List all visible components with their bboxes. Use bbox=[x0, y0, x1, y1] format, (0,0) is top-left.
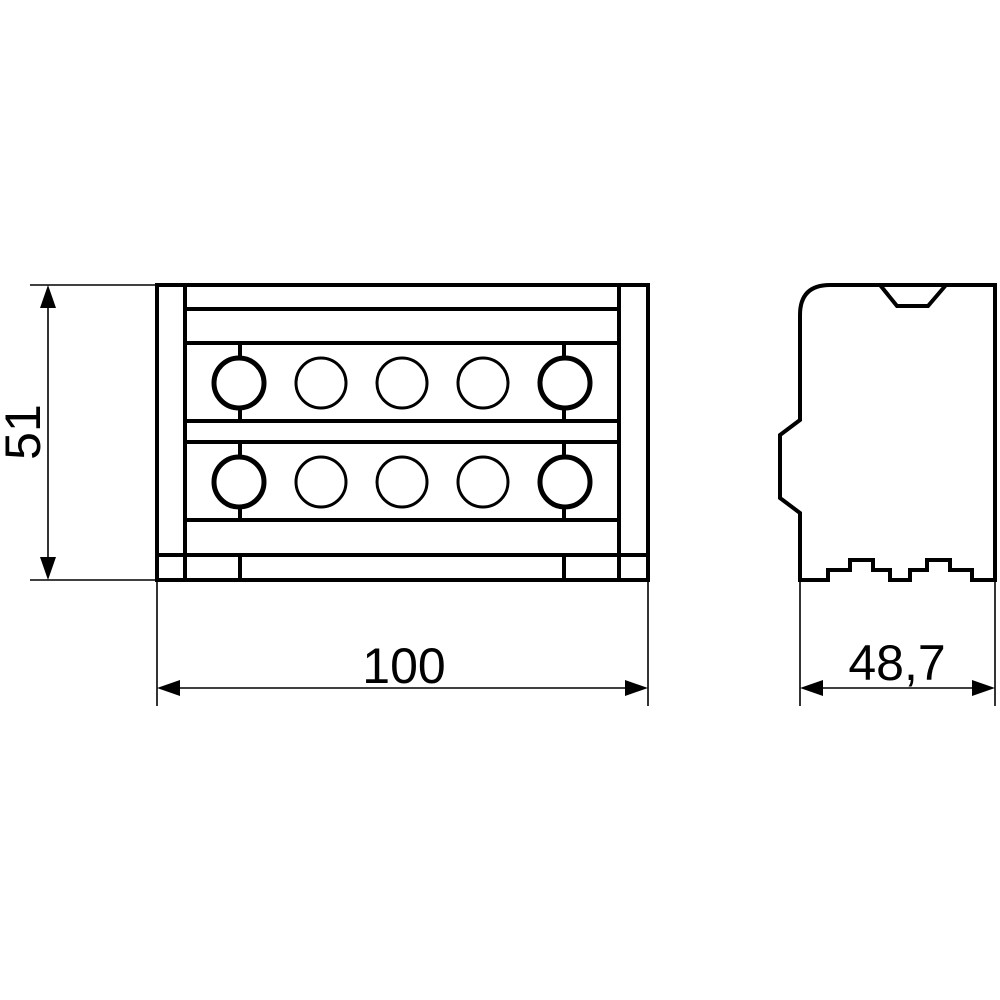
front-view bbox=[155, 283, 650, 582]
front-outline bbox=[155, 283, 650, 582]
depth-arrow-right bbox=[972, 680, 995, 696]
height-arrow-top bbox=[40, 285, 56, 308]
width-arrow-right bbox=[625, 680, 648, 696]
terminal-hole bbox=[294, 455, 348, 509]
width-dimension-label: 100 bbox=[362, 638, 445, 694]
terminal-hole bbox=[211, 355, 267, 411]
terminal-hole bbox=[294, 356, 348, 410]
terminal-hole bbox=[456, 455, 510, 509]
height-dimension-label: 51 bbox=[0, 404, 51, 460]
dimension-arrows bbox=[40, 285, 995, 696]
dimension-lines bbox=[30, 284, 996, 706]
terminal-holes-top-row bbox=[211, 355, 593, 411]
top-notch bbox=[878, 283, 948, 308]
terminal-hole bbox=[375, 356, 429, 410]
width-arrow-left bbox=[157, 680, 180, 696]
terminal-hole bbox=[456, 356, 510, 410]
depth-dimension-label: 48,7 bbox=[848, 635, 945, 691]
terminal-hole bbox=[537, 355, 593, 411]
depth-arrow-left bbox=[800, 680, 823, 696]
side-view bbox=[778, 283, 997, 582]
height-arrow-bottom bbox=[40, 557, 56, 580]
terminal-hole bbox=[537, 454, 593, 510]
terminal-hole bbox=[375, 455, 429, 509]
side-outline bbox=[778, 283, 997, 582]
terminal-hole bbox=[211, 454, 267, 510]
terminal-holes-bottom-row bbox=[211, 454, 593, 510]
